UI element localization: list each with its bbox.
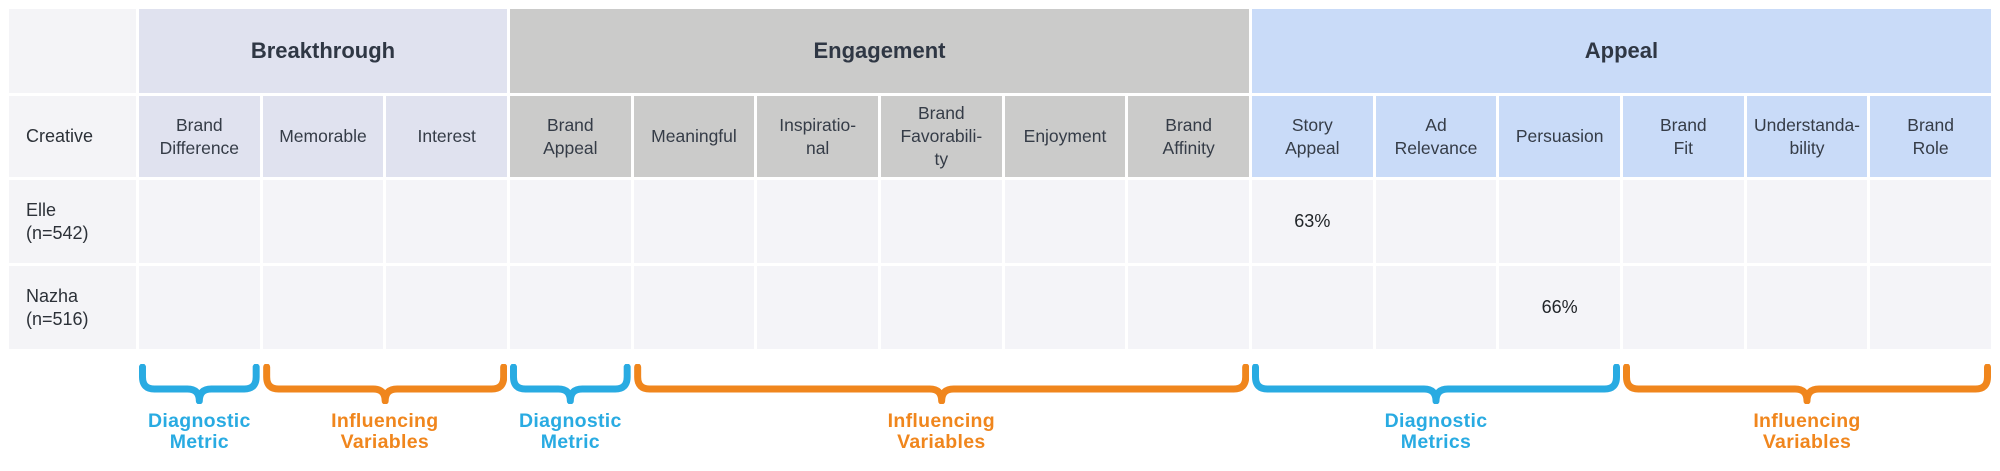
cell-elle-brand-difference <box>139 180 260 263</box>
cell-nazha-persuasion: 66% <box>1499 266 1620 349</box>
col-header-brand-affinity: Brand Affinity <box>1128 96 1249 177</box>
cell-nazha-interest <box>386 266 507 349</box>
label-influencing-variables-appeal: Influencing Variables <box>1753 410 1861 453</box>
col-header-interest: Interest <box>386 96 507 177</box>
cell-elle-brand-affinity <box>1128 180 1249 263</box>
cell-nazha-meaningful <box>633 266 755 349</box>
cell-nazha-inspirational <box>757 266 878 349</box>
group-header-engagement: Engagement <box>509 9 1249 93</box>
cell-elle-enjoyment <box>1004 180 1126 263</box>
cell-elle-inspirational <box>757 180 878 263</box>
cell-nazha-brand-favorability <box>880 266 1002 349</box>
col-header-inspirational: Inspiratio- nal <box>757 96 878 177</box>
cell-elle-memorable <box>262 180 384 263</box>
col-header-meaningful: Meaningful <box>633 96 755 177</box>
label-influencing-variables-breakthrough: Influencing Variables <box>331 410 439 453</box>
cell-elle-brand-role <box>1870 180 1991 263</box>
cell-nazha-brand-fit <box>1622 266 1744 349</box>
cell-nazha-brand-appeal <box>509 266 631 349</box>
row-label-nazha: Nazha (n=516) <box>9 266 136 349</box>
group-header-breakthrough: Breakthrough <box>139 9 507 93</box>
label-influencing-variables-engagement: Influencing Variables <box>887 410 995 453</box>
label-diagnostic-metric-engagement: Diagnostic Metric <box>518 410 622 453</box>
col-header-understandability: Understanda- bility <box>1746 96 1868 177</box>
cell-elle-brand-favorability <box>880 180 1002 263</box>
cell-nazha-brand-affinity <box>1128 266 1249 349</box>
brace-influencing-engagement <box>633 364 1249 404</box>
col-header-story-appeal: Story Appeal <box>1251 96 1373 177</box>
brace-influencing-breakthrough <box>262 364 507 404</box>
col-header-ad-relevance: Ad Relevance <box>1375 96 1497 177</box>
cell-elle-persuasion <box>1499 180 1620 263</box>
col-header-brand-fit: Brand Fit <box>1622 96 1744 177</box>
col-header-memorable: Memorable <box>262 96 384 177</box>
cell-nazha-ad-relevance <box>1375 266 1497 349</box>
brace-diagnostic-engagement <box>510 364 631 404</box>
label-diagnostic-metrics-appeal: Diagnostic Metrics <box>1384 410 1488 453</box>
cell-nazha-understandability <box>1746 266 1868 349</box>
cell-nazha-enjoyment <box>1004 266 1126 349</box>
corner-cell <box>9 9 136 93</box>
brace-diagnostic-appeal <box>1252 364 1620 404</box>
col-header-persuasion: Persuasion <box>1499 96 1620 177</box>
col-header-enjoyment: Enjoyment <box>1004 96 1126 177</box>
row-label-elle: Elle (n=542) <box>9 180 136 263</box>
col-header-brand-difference: Brand Difference <box>139 96 260 177</box>
label-diagnostic-metric-breakthrough: Diagnostic Metric <box>147 410 251 453</box>
metric-annotations: Diagnostic Metric Influencing Variables … <box>9 364 1991 453</box>
cell-nazha-brand-role <box>1870 266 1991 349</box>
brace-influencing-appeal <box>1623 364 1991 404</box>
cell-elle-interest <box>386 180 507 263</box>
cell-elle-story-appeal: 63% <box>1251 180 1373 263</box>
cell-nazha-memorable <box>262 266 384 349</box>
cell-elle-ad-relevance <box>1375 180 1497 263</box>
cell-elle-understandability <box>1746 180 1868 263</box>
group-header-appeal: Appeal <box>1251 9 1991 93</box>
col-header-brand-role: Brand Role <box>1870 96 1991 177</box>
cell-elle-meaningful <box>633 180 755 263</box>
cell-elle-brand-appeal <box>509 180 631 263</box>
cell-nazha-brand-difference <box>139 266 260 349</box>
col-header-brand-favorability: Brand Favorabili- ty <box>880 96 1002 177</box>
brace-diagnostic-breakthrough <box>139 364 260 404</box>
cell-elle-brand-fit <box>1622 180 1744 263</box>
metrics-table: Breakthrough Engagement Appeal Creative … <box>9 9 1991 349</box>
cell-nazha-story-appeal <box>1251 266 1373 349</box>
col-header-brand-appeal: Brand Appeal <box>509 96 631 177</box>
row-header-label: Creative <box>9 96 136 177</box>
